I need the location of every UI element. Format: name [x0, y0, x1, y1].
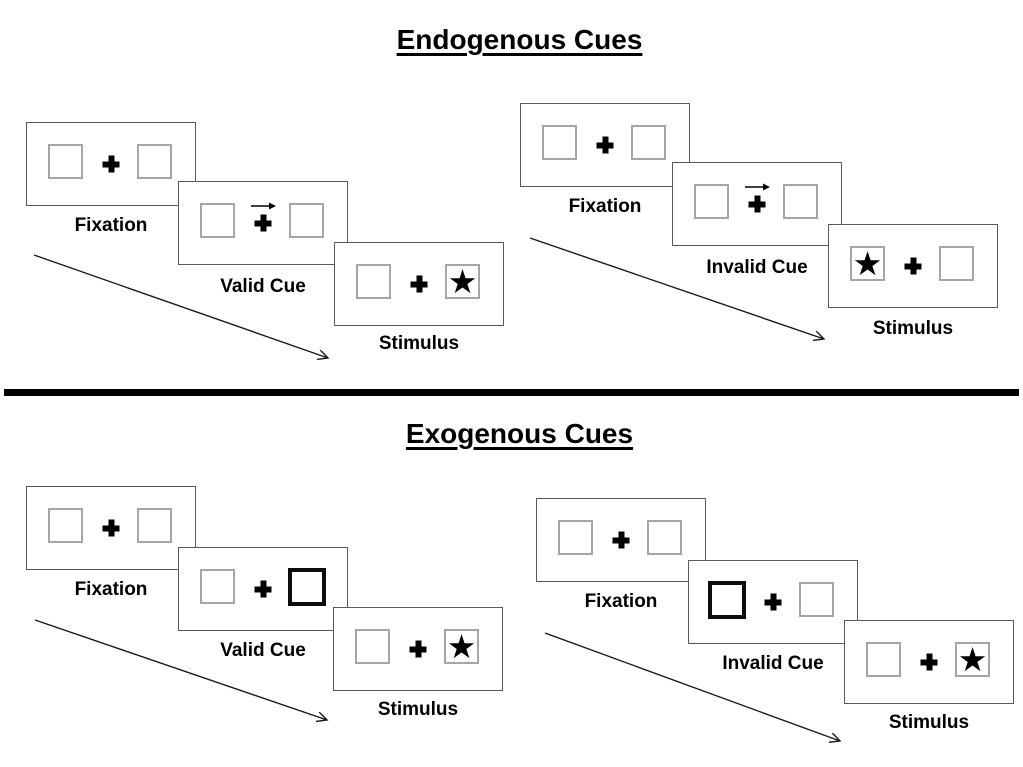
fixation-cross-icon: [920, 653, 938, 671]
highlighted-cue-box-left: [708, 581, 746, 619]
valid-cue-panel-endogenous: [178, 181, 348, 265]
star-stimulus-icon: ★: [445, 264, 480, 299]
panel-label-fixation: Fixation: [74, 579, 148, 600]
right-placeholder-box: [289, 203, 324, 238]
left-placeholder-box: [866, 642, 901, 677]
stimulus-panel: ★: [333, 607, 503, 691]
left-placeholder-box: [355, 629, 390, 664]
panel-label-stimulus: Stimulus: [377, 699, 459, 720]
fixation-cross-icon: [254, 214, 272, 232]
panel-label-stimulus: Stimulus: [872, 318, 954, 339]
fixation-cross-icon: [409, 640, 427, 658]
panel-label-fixation: Fixation: [584, 591, 658, 612]
star-stimulus-icon: ★: [444, 629, 479, 664]
fixation-cross-icon: [764, 593, 782, 611]
right-placeholder-box: [137, 144, 172, 179]
right-placeholder-box: [647, 520, 682, 555]
fixation-cross-icon: [102, 519, 120, 537]
highlighted-cue-box-right: [288, 568, 326, 606]
invalid-cue-panel-exogenous: [688, 560, 858, 644]
stimulus-panel: ★: [334, 242, 504, 326]
section-title-endogenous: Endogenous Cues: [396, 24, 643, 55]
panel-label-invalid-cue: Invalid Cue: [706, 257, 808, 278]
fixation-cross-icon: [410, 275, 428, 293]
panel-label-valid-cue: Valid Cue: [220, 640, 306, 661]
panel-label-stimulus: Stimulus: [378, 333, 460, 354]
left-placeholder-box: [200, 569, 235, 604]
fixation-panel: [536, 498, 706, 582]
fixation-cross-icon: [904, 257, 922, 275]
left-placeholder-box: [200, 203, 235, 238]
panel-label-fixation: Fixation: [568, 196, 642, 217]
left-placeholder-box: [694, 184, 729, 219]
left-placeholder-box: [356, 264, 391, 299]
fixation-cross-icon: [596, 136, 614, 154]
right-placeholder-box: [783, 184, 818, 219]
fixation-cross-icon: [612, 531, 630, 549]
fixation-panel: [26, 486, 196, 570]
section-divider: [4, 389, 1019, 396]
fixation-cross-icon: [254, 580, 272, 598]
left-placeholder-box: [48, 144, 83, 179]
section-title-exogenous: Exogenous Cues: [405, 418, 634, 449]
panel-label-fixation: Fixation: [74, 215, 148, 236]
right-placeholder-box: [799, 582, 834, 617]
star-stimulus-icon: ★: [850, 246, 885, 281]
panel-label-invalid-cue: Invalid Cue: [722, 653, 824, 674]
valid-cue-panel-exogenous: [178, 547, 348, 631]
sequence-arrow-exogenous-valid: [34, 619, 327, 720]
fixation-cross-icon: [102, 155, 120, 173]
star-stimulus-icon: ★: [955, 642, 990, 677]
sequence-arrow-endogenous-valid: [33, 254, 328, 358]
sequence-arrow-exogenous-invalid: [544, 632, 840, 741]
invalid-cue-panel-endogenous: [672, 162, 842, 246]
fixation-cross-icon: [748, 195, 766, 213]
right-arrow-cue-icon: [744, 182, 770, 192]
panel-label-stimulus: Stimulus: [888, 712, 970, 733]
left-placeholder-box: [558, 520, 593, 555]
sequence-arrow-endogenous-invalid: [529, 237, 824, 339]
stimulus-panel: ★: [844, 620, 1014, 704]
stimulus-panel: ★: [828, 224, 998, 308]
right-placeholder-box: [631, 125, 666, 160]
panel-label-valid-cue: Valid Cue: [220, 276, 306, 297]
right-placeholder-box: [137, 508, 172, 543]
left-placeholder-box: [48, 508, 83, 543]
right-arrow-cue-icon: [250, 201, 276, 211]
fixation-panel: [520, 103, 690, 187]
fixation-panel: [26, 122, 196, 206]
left-placeholder-box: [542, 125, 577, 160]
right-placeholder-box: [939, 246, 974, 281]
